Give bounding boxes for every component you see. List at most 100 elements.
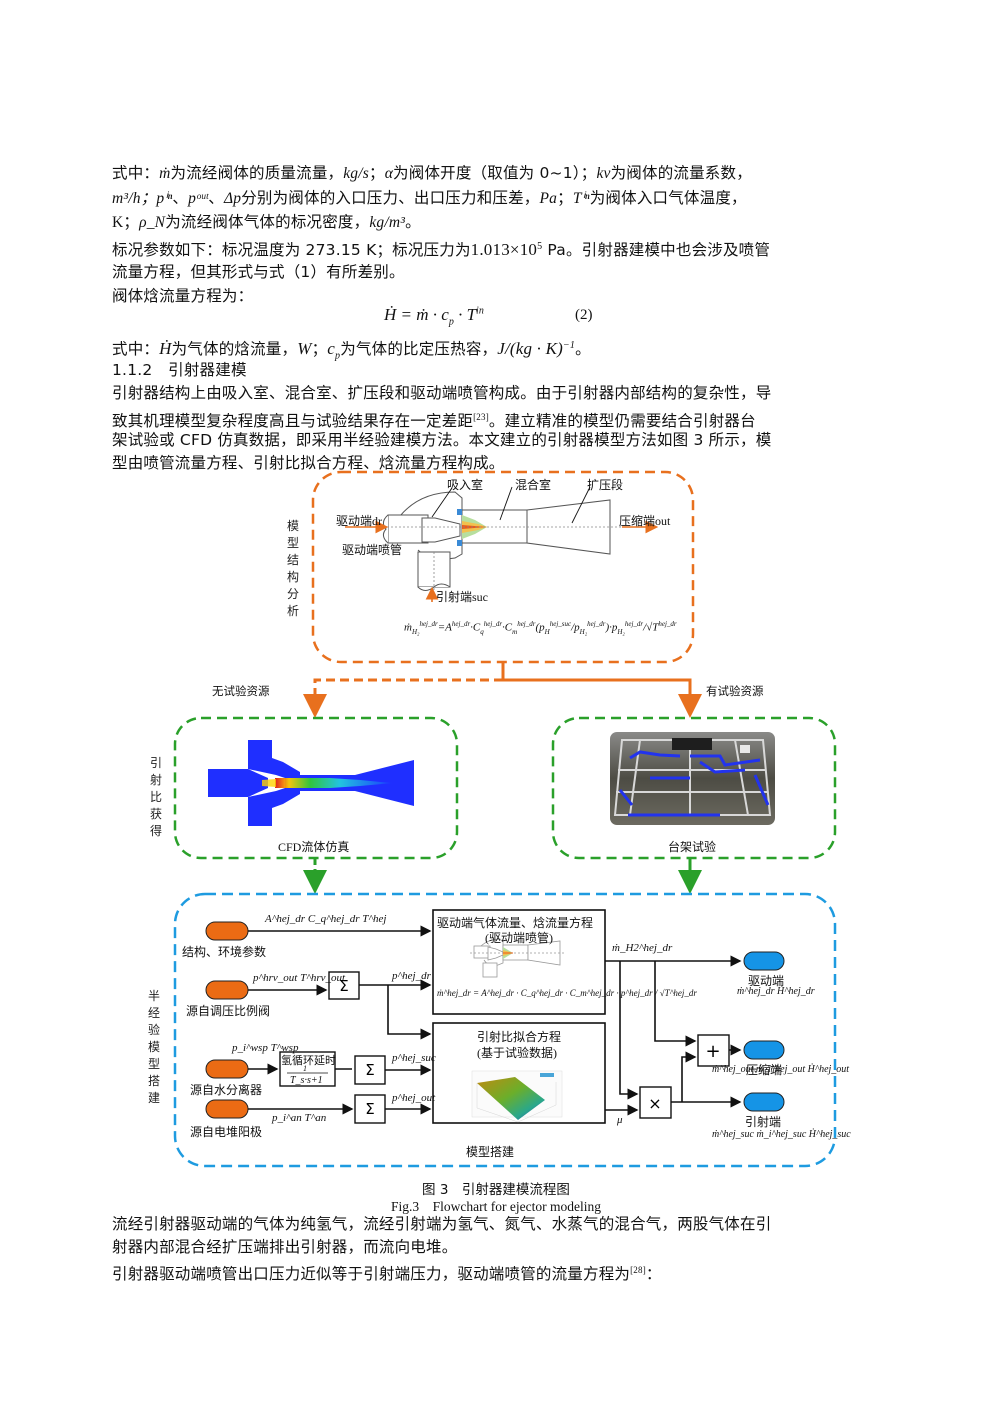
math-unit: J/(kg · K) <box>497 339 563 359</box>
drive-flow-block <box>432 909 606 1015</box>
text: 、 <box>208 189 224 207</box>
signal-mu: μ <box>617 1114 623 1126</box>
output-signals-drive: ṁ^hej_dr Ḣ^hej_dr <box>737 986 815 997</box>
paragraph-valve-variables-line1: 式中：ṁ为流经阀体的质量流量，kg/s；α为阀体开度（取值为 0~1）；kv为阀… <box>112 162 752 185</box>
math-cp: c <box>327 339 336 359</box>
stage3-side-label: 半经验模型搭建 <box>147 989 160 1105</box>
plus-symbol: + <box>705 1041 720 1062</box>
bench-test-box <box>551 716 837 860</box>
math-dp: Δp <box>223 190 242 207</box>
input-label-structure: 结构、环境参数 <box>182 945 267 959</box>
plus-block <box>697 1034 730 1067</box>
label-cfd-simulation: CFD流体仿真 <box>278 840 350 854</box>
text: 为阀体入口气体温度， <box>589 189 747 207</box>
surface-plot-thumbnail <box>471 1070 563 1123</box>
math-pout: pᵒᵘᵗ <box>188 190 209 207</box>
signal-drive-flow: ṁ_H2^hej_dr <box>612 942 673 954</box>
math-kv: kv <box>596 165 611 182</box>
text: 式中： <box>112 164 160 182</box>
figure-3-flowchart: Σ Σ Σ + × <box>173 470 837 1168</box>
math-pa: Pa <box>539 190 558 207</box>
label-mixing-chamber: 混合室 <box>515 478 552 492</box>
input-terminal-anode <box>205 1099 249 1119</box>
input-terminal-structure <box>205 921 249 941</box>
delay-block-title: 氢循环延时 <box>281 1055 336 1067</box>
math-cp-sub: p <box>335 350 341 362</box>
text: 为气体的焓流量， <box>171 340 298 359</box>
paragraph-ejector-line4: 型由喷管流量方程、引射比拟合方程、焓流量方程构成。 <box>112 454 505 472</box>
label-suction-inlet: 引射端suc <box>436 590 488 604</box>
text: ； <box>311 340 328 359</box>
output-terminal-outlet <box>743 1040 785 1060</box>
math-value: 1.013 <box>470 240 510 260</box>
stage1-formula: ṁH₂hej_dr=Ahej_dr·Cqhej_dr·Cmhej_dr(pHhe… <box>404 620 677 636</box>
label-no-test-resource: 无试验资源 <box>212 686 270 698</box>
sum-block-3 <box>354 1094 386 1124</box>
paragraph-standard-conditions-line1: 标况参数如下：标况温度为 273.15 K；标况压力为1.013×105 Pa。… <box>112 236 770 261</box>
text: ； <box>369 164 385 182</box>
output-label-outlet: 压缩端 <box>746 1063 783 1077</box>
math-unit: m³/h； <box>112 190 157 207</box>
sum-symbol: Σ <box>365 1100 374 1118</box>
equation-sub: p <box>448 316 454 328</box>
math-pin: pⁱⁿ <box>156 190 173 207</box>
math-unit: kg/s <box>343 165 369 182</box>
math-hdot: Ḣ <box>159 339 172 359</box>
text: 分别为阀体的入口压力、出口压力和压差， <box>241 189 540 207</box>
text: ； <box>557 189 573 207</box>
math-exponent: 5 <box>537 241 543 252</box>
citation-28[interactable]: [28] <box>630 1265 646 1275</box>
output-terminal-suction <box>743 1092 785 1112</box>
signal-p-outlet: p^hej_out <box>392 1092 436 1104</box>
text: 为气体的比定压热容， <box>340 340 498 359</box>
signal-wires <box>248 925 742 1116</box>
math-rho: ρ_N <box>139 214 166 231</box>
math-unit-sup: −1 <box>562 340 576 351</box>
paragraph-valve-variables-line2: m³/h；pⁱⁿ、pᵒᵘᵗ、Δp分别为阀体的入口压力、出口压力和压差，Pa；Tⁱ… <box>112 187 747 210</box>
paragraph-enthalpy-variables: 式中：Ḣ为气体的焓流量，W；cp为气体的比定压热容，J/(kg · K)−1。 <box>112 335 591 367</box>
text: 致其机理模型复杂程度高且与试验结果存在一定差距 <box>112 412 474 431</box>
text: 标况参数如下：标况温度为 273.15 K；标况压力为 <box>112 241 471 260</box>
text: 为阀体开度（取值为 0~1）； <box>393 164 597 182</box>
multiply-block <box>639 1086 672 1119</box>
paragraph-valve-variables-line3: K；ρ_N为流经阀体气体的标况密度，kg/m³。 <box>112 211 421 234</box>
stage1-side-label: 模型结构分析 <box>286 519 299 618</box>
ratio-block-subtitle: (基于试验数据) <box>477 1046 557 1060</box>
delay-block-numerator: 1 <box>303 1064 307 1073</box>
input-label-anode: 源自电堆阳极 <box>190 1125 263 1139</box>
leader-lines <box>431 486 591 524</box>
math-times: ×10 <box>509 240 538 260</box>
times-symbol: × <box>648 1094 661 1113</box>
output-signals-outlet: ṁ^hej_out ṁ_i^hej_out Ḣ^hej_out <box>712 1064 850 1075</box>
math-w: W <box>297 339 312 359</box>
citation-23[interactable]: [23] <box>473 412 489 422</box>
label-diffuser: 扩压段 <box>587 478 624 492</box>
math-alpha: α <box>384 165 394 182</box>
text: 引射器驱动端喷管出口压力近似等于引射端压力，驱动端喷管的流量方程为 <box>112 1265 631 1284</box>
mini-velocity-profile <box>503 947 513 959</box>
text: 式中： <box>112 340 160 359</box>
stage3-bottom-label: 模型搭建 <box>466 1145 515 1159</box>
equation-lhs: Ḣ = ṁ · c <box>384 305 449 324</box>
label-suction-chamber: 吸入室 <box>447 478 484 492</box>
text: 、 <box>172 189 189 207</box>
label-has-test-resource: 有试验资源 <box>706 686 764 698</box>
paragraph-ejector-line3: 架试验或 CFD 仿真数据，即采用半经验建模方法。本文建立的引射器模型方法如图 … <box>112 431 772 449</box>
signals-separator: p_i^wsp T^wsp <box>232 1042 299 1054</box>
cfd-simulation-image <box>208 740 414 826</box>
text: 为阀体的流量系数， <box>610 164 752 182</box>
velocity-profile <box>457 509 487 546</box>
bench-test-photo <box>610 732 775 825</box>
hydrogen-delay-block <box>279 1051 336 1087</box>
math-unit: kg/m³ <box>369 214 406 231</box>
text: 。建立精准的模型仍需要结合引射器台 <box>488 412 756 431</box>
branch-no-test-arrow <box>303 678 503 718</box>
paragraph-nozzle-equation-intro: 引射器驱动端喷管出口压力近似等于引射端压力，驱动端喷管的流量方程为[28]： <box>112 1259 662 1285</box>
sum-symbol: Σ <box>365 1061 374 1079</box>
input-label-separator: 源自水分离器 <box>190 1083 263 1097</box>
output-signals-suction: ṁ^hej_suc ṁ_i^hej_suc Ḣ^hej_suc <box>712 1129 851 1140</box>
equation-2: Ḣ = ṁ · cp · Tin <box>384 305 484 327</box>
text: 。 <box>575 340 591 359</box>
input-terminal-separator <box>205 1059 249 1079</box>
equation-number: (2) <box>575 307 593 323</box>
